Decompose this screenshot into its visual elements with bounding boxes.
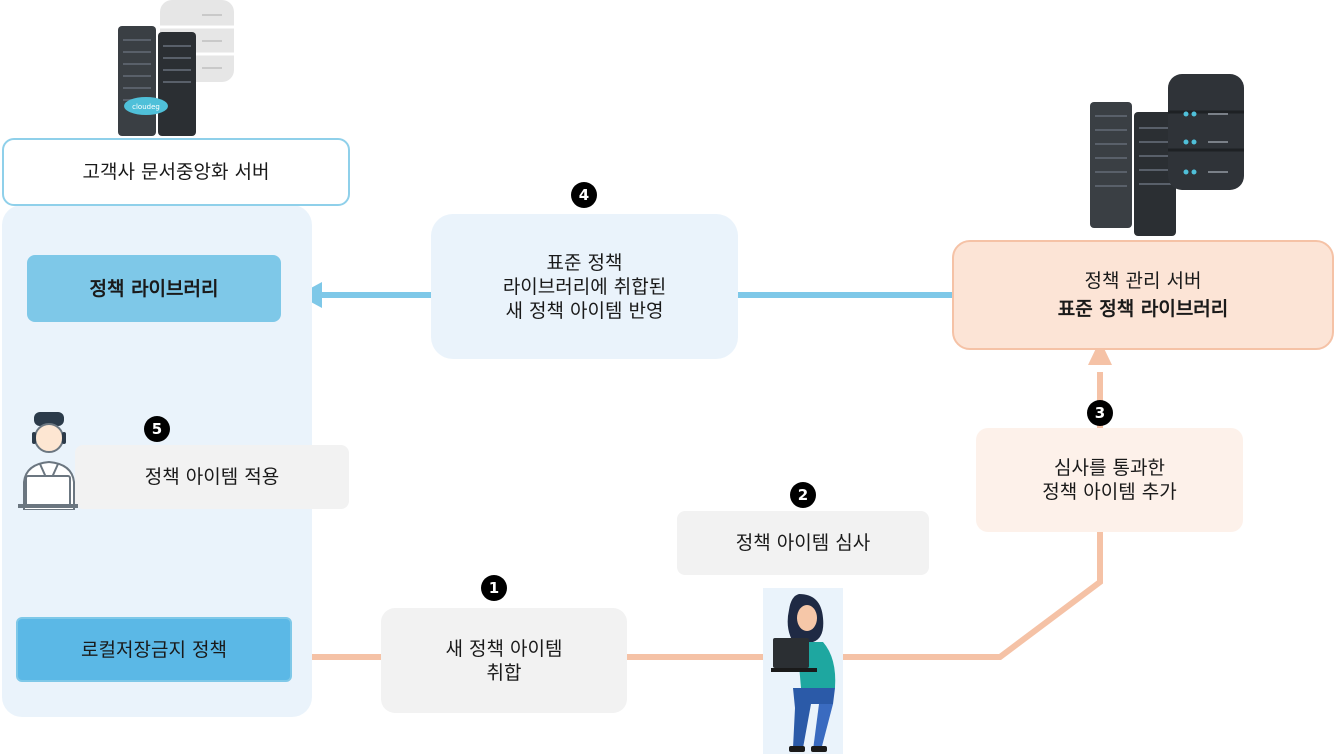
step2-label: 정책 아이템 심사: [735, 532, 871, 554]
step5-label: 정책 아이템 적용: [144, 466, 280, 488]
database-icon: [1168, 74, 1244, 190]
policy-library-label: 정책 라이브러리: [89, 277, 219, 300]
step2-badge: 2: [790, 482, 816, 508]
svg-text:cloudeg: cloudeg: [132, 103, 160, 111]
step2-box: 정책 아이템 심사: [677, 511, 929, 575]
policy-server-line1: 정책 관리 서버: [1084, 270, 1202, 292]
server-rack-icon: cloudeg: [118, 26, 198, 138]
step1-box: 새 정책 아이템 취합: [381, 608, 627, 713]
step3-label: 심사를 통과한 정책 아이템 추가: [1042, 457, 1177, 503]
step4-box: 표준 정책 라이브러리에 취합된 새 정책 아이템 반영: [431, 214, 738, 359]
local-policy-label: 로컬저장금지 정책: [81, 638, 227, 661]
person-laptop-icon: [18, 412, 80, 510]
step3-box: 심사를 통과한 정책 아이템 추가: [976, 428, 1243, 532]
step4-label: 표준 정책 라이브러리에 취합된 새 정책 아이템 반영: [502, 251, 667, 322]
step1-badge: 1: [481, 575, 507, 601]
policy-server-box: 정책 관리 서버 표준 정책 라이브러리: [952, 240, 1334, 350]
customer-server-box: 고객사 문서중앙화 서버: [2, 138, 350, 206]
server-rack-icon: [1090, 102, 1180, 238]
customer-server-label: 고객사 문서중앙화 서버: [82, 161, 270, 183]
step3-badge: 3: [1087, 400, 1113, 426]
step5-box: 정책 아이템 적용: [75, 445, 349, 509]
policy-library-box: 정책 라이브러리: [27, 255, 281, 322]
policy-server-line2: 표준 정책 라이브러리: [1057, 298, 1229, 320]
local-policy-box: 로컬저장금지 정책: [16, 617, 292, 682]
step5-badge: 5: [144, 416, 170, 442]
step4-badge: 4: [571, 182, 597, 208]
person-laptop-icon: [763, 588, 843, 754]
arrow-head-step3: [1088, 340, 1112, 365]
step1-label: 새 정책 아이템 취합: [445, 637, 563, 684]
